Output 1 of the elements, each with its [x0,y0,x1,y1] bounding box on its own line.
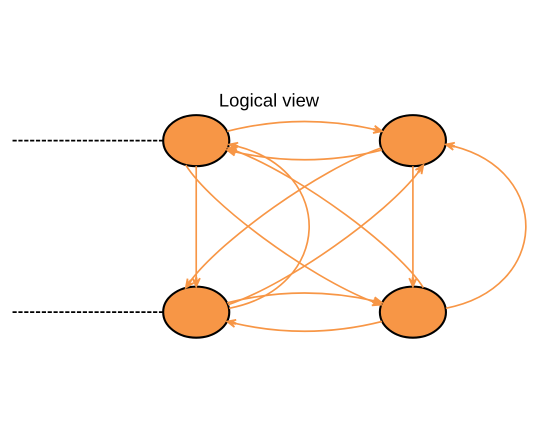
diagram-title: Logical view [218,88,320,110]
